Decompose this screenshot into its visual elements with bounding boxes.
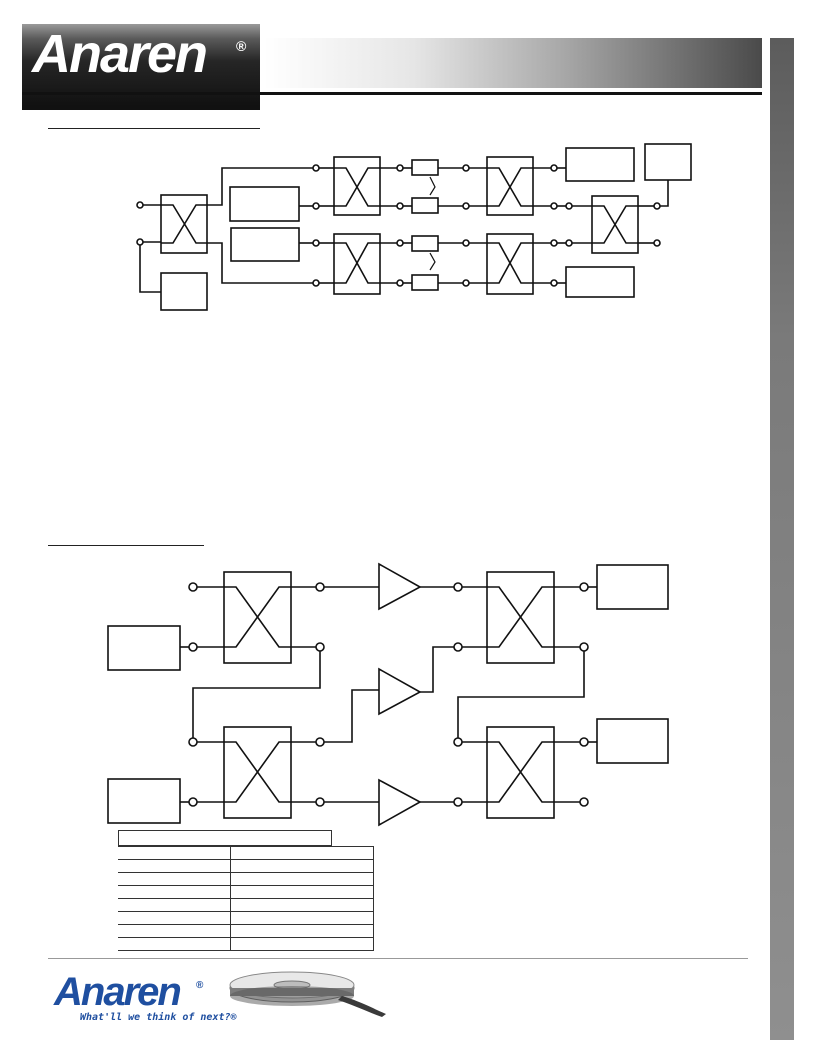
spec-table-parameter-cell bbox=[118, 924, 231, 938]
tape-reel-image bbox=[229, 971, 386, 1017]
spec-table-value-cell bbox=[230, 898, 374, 912]
hybrid-coupler-lower-left bbox=[333, 233, 381, 295]
spec-table-value-cell bbox=[230, 859, 374, 873]
spec-table-title bbox=[118, 830, 332, 846]
header-banner bbox=[264, 38, 762, 88]
spec-table-value-cell bbox=[230, 872, 374, 886]
spec-table-parameter-cell bbox=[118, 898, 231, 912]
header-logo-box bbox=[22, 24, 260, 110]
footer-rule bbox=[48, 958, 748, 959]
spec-table-parameter-cell bbox=[118, 872, 231, 886]
header-logo: Anaren bbox=[32, 24, 208, 84]
load-box-output bbox=[644, 143, 692, 181]
spec-table-value-cell bbox=[230, 924, 374, 938]
spec-table-row bbox=[118, 872, 374, 886]
hybrid-coupler-input bbox=[160, 194, 208, 254]
load-box-upper bbox=[565, 147, 635, 182]
spec-table-row bbox=[118, 846, 374, 860]
spec-table-row bbox=[118, 937, 374, 951]
hybrid-coupler-lower-right bbox=[486, 233, 534, 295]
footer-tagline: What'll we think of next?® bbox=[80, 1012, 237, 1023]
block-box-1 bbox=[229, 186, 300, 222]
footer-logo-registered-mark: ® bbox=[196, 980, 204, 991]
phase-shifter-2 bbox=[411, 197, 439, 214]
spec-table-row bbox=[118, 911, 374, 925]
spec-table-parameter-cell bbox=[118, 859, 231, 873]
section-heading-rule-bottom bbox=[48, 545, 204, 546]
spec-table-value-cell bbox=[230, 846, 374, 860]
hybrid-coupler-output bbox=[591, 195, 639, 254]
spec-table-row bbox=[118, 885, 374, 899]
block-box-2 bbox=[230, 227, 300, 262]
phase-shifter-3 bbox=[411, 235, 439, 252]
phase-shifter-1 bbox=[411, 159, 439, 176]
spec-table-row bbox=[118, 898, 374, 912]
spec-table-parameter-cell bbox=[118, 846, 231, 860]
spec-table-row bbox=[118, 859, 374, 873]
footer-logo: Anaren bbox=[54, 970, 182, 1014]
phase-shifter-4 bbox=[411, 274, 439, 291]
section-heading-rule-top bbox=[48, 128, 260, 129]
hybrid-coupler-upper-left bbox=[333, 156, 381, 216]
spec-table-value-cell bbox=[230, 885, 374, 899]
header-rule bbox=[22, 92, 762, 95]
spec-table-parameter-cell bbox=[118, 937, 231, 951]
load-box-lower bbox=[565, 266, 635, 298]
termination-load-box bbox=[160, 272, 208, 311]
header-logo-registered-mark: ® bbox=[236, 38, 247, 54]
hybrid-coupler-upper-right bbox=[486, 156, 534, 216]
spec-table-row bbox=[118, 924, 374, 938]
spec-table-parameter-cell bbox=[118, 911, 231, 925]
spec-table-parameter-cell bbox=[118, 885, 231, 899]
spec-table-value-cell bbox=[230, 937, 374, 951]
spec-table-value-cell bbox=[230, 911, 374, 925]
spec-table bbox=[118, 846, 374, 951]
side-bar bbox=[770, 38, 794, 1040]
